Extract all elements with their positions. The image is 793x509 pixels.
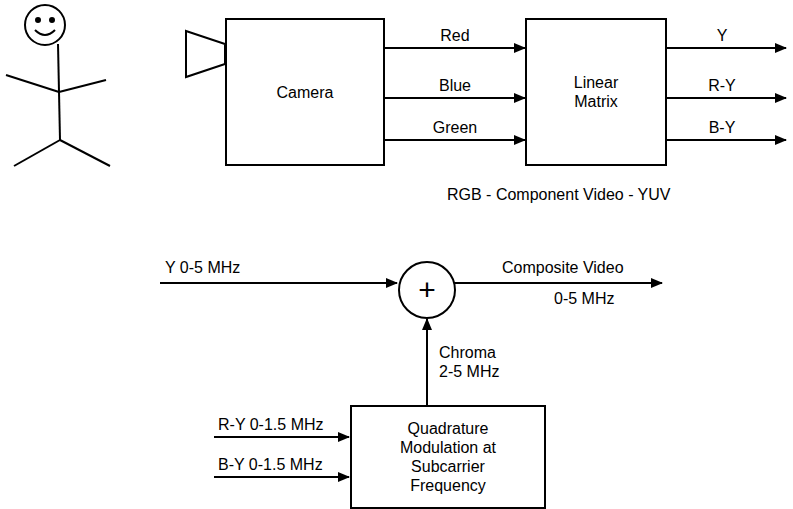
output-arrow <box>667 97 786 99</box>
edge-label: Chroma 2-5 MHz <box>437 343 515 381</box>
output-arrow <box>443 282 662 284</box>
signal-label: R-Y 0-1.5 MHz <box>216 415 326 434</box>
output-arrow <box>667 47 786 49</box>
figure-arm <box>59 80 106 92</box>
output-arrow <box>667 139 786 141</box>
edge-label: Green <box>431 118 479 137</box>
input-arrow <box>214 436 349 438</box>
figure-eye <box>50 18 54 22</box>
edge-label: Blue <box>437 76 473 95</box>
signal-label: 0-5 MHz <box>552 289 616 308</box>
junction-circle <box>399 262 455 318</box>
summing-junction: + <box>398 261 456 319</box>
signal-label: B-Y <box>707 118 738 137</box>
signal-label: R-Y <box>706 76 738 95</box>
figure-eye <box>36 18 40 22</box>
figure-leg <box>14 140 60 166</box>
input-arrow <box>214 476 349 478</box>
figure-smile <box>35 30 55 35</box>
signal-arrow <box>426 319 428 405</box>
node-text: + <box>418 275 436 305</box>
figure-arm <box>6 75 59 92</box>
stick-figure <box>6 5 110 166</box>
camera-box: Camera <box>225 18 385 166</box>
signal-arrow <box>385 139 525 141</box>
camera-lens <box>186 31 225 77</box>
node-text: Quadrature Modulation at Subcarrier Freq… <box>394 419 502 495</box>
signal-label: Y 0-5 MHz <box>163 258 242 277</box>
node-text: Linear Matrix <box>556 73 636 111</box>
input-arrow <box>160 282 397 284</box>
matrix-box: Linear Matrix <box>525 18 667 166</box>
signal-label: Y <box>715 26 730 45</box>
figure-head <box>25 5 65 45</box>
signal-arrow <box>385 47 525 49</box>
node-text: Camera <box>277 83 334 102</box>
figure-leg <box>60 140 110 166</box>
edge-label: Red <box>438 26 471 45</box>
signal-arrow <box>385 97 525 99</box>
modulator-box: Quadrature Modulation at Subcarrier Freq… <box>350 405 546 509</box>
signal-label: B-Y 0-1.5 MHz <box>216 455 325 474</box>
caption: RGB - Component Video - YUV <box>445 185 673 204</box>
signal-label: Composite Video <box>500 258 626 277</box>
